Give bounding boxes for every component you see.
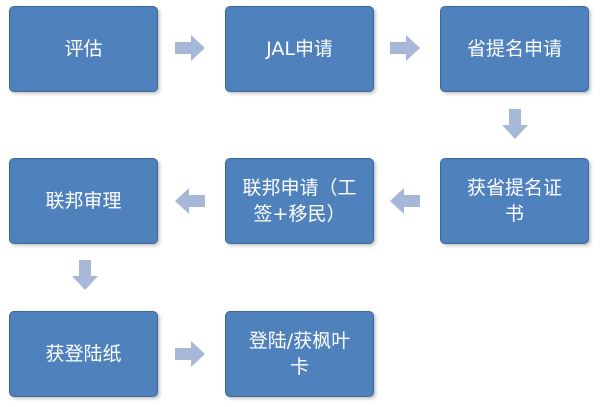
node-label: 评估: [64, 38, 103, 60]
node-label: JAL申请: [266, 38, 333, 60]
node-label: 联邦审理: [45, 190, 122, 212]
arrow-right-icon: [175, 35, 205, 61]
arrow-down-icon: [72, 260, 98, 290]
node-label: 获登陆纸: [45, 343, 122, 365]
arrow-right-icon: [390, 35, 420, 61]
arrow-left-icon: [390, 188, 420, 214]
node-landing-paper: 获登陆纸: [9, 311, 158, 397]
node-label: 获省提名证书: [466, 177, 562, 225]
node-federal-review: 联邦审理: [9, 158, 158, 244]
node-label: 省提名申请: [466, 38, 562, 60]
node-label: 登陆/获枫叶卡: [248, 330, 351, 378]
node-federal-application: 联邦申请（工签+移民）: [225, 158, 374, 244]
node-landing-card: 登陆/获枫叶卡: [225, 311, 374, 397]
arrow-left-icon: [175, 188, 205, 214]
node-label: 联邦申请（工签+移民）: [242, 177, 357, 225]
arrow-down-icon: [502, 109, 528, 139]
node-jal-application: JAL申请: [225, 6, 374, 92]
arrow-right-icon: [175, 341, 205, 367]
node-assessment: 评估: [9, 6, 158, 92]
node-provincial-application: 省提名申请: [440, 6, 589, 92]
node-provincial-certificate: 获省提名证书: [440, 158, 589, 244]
